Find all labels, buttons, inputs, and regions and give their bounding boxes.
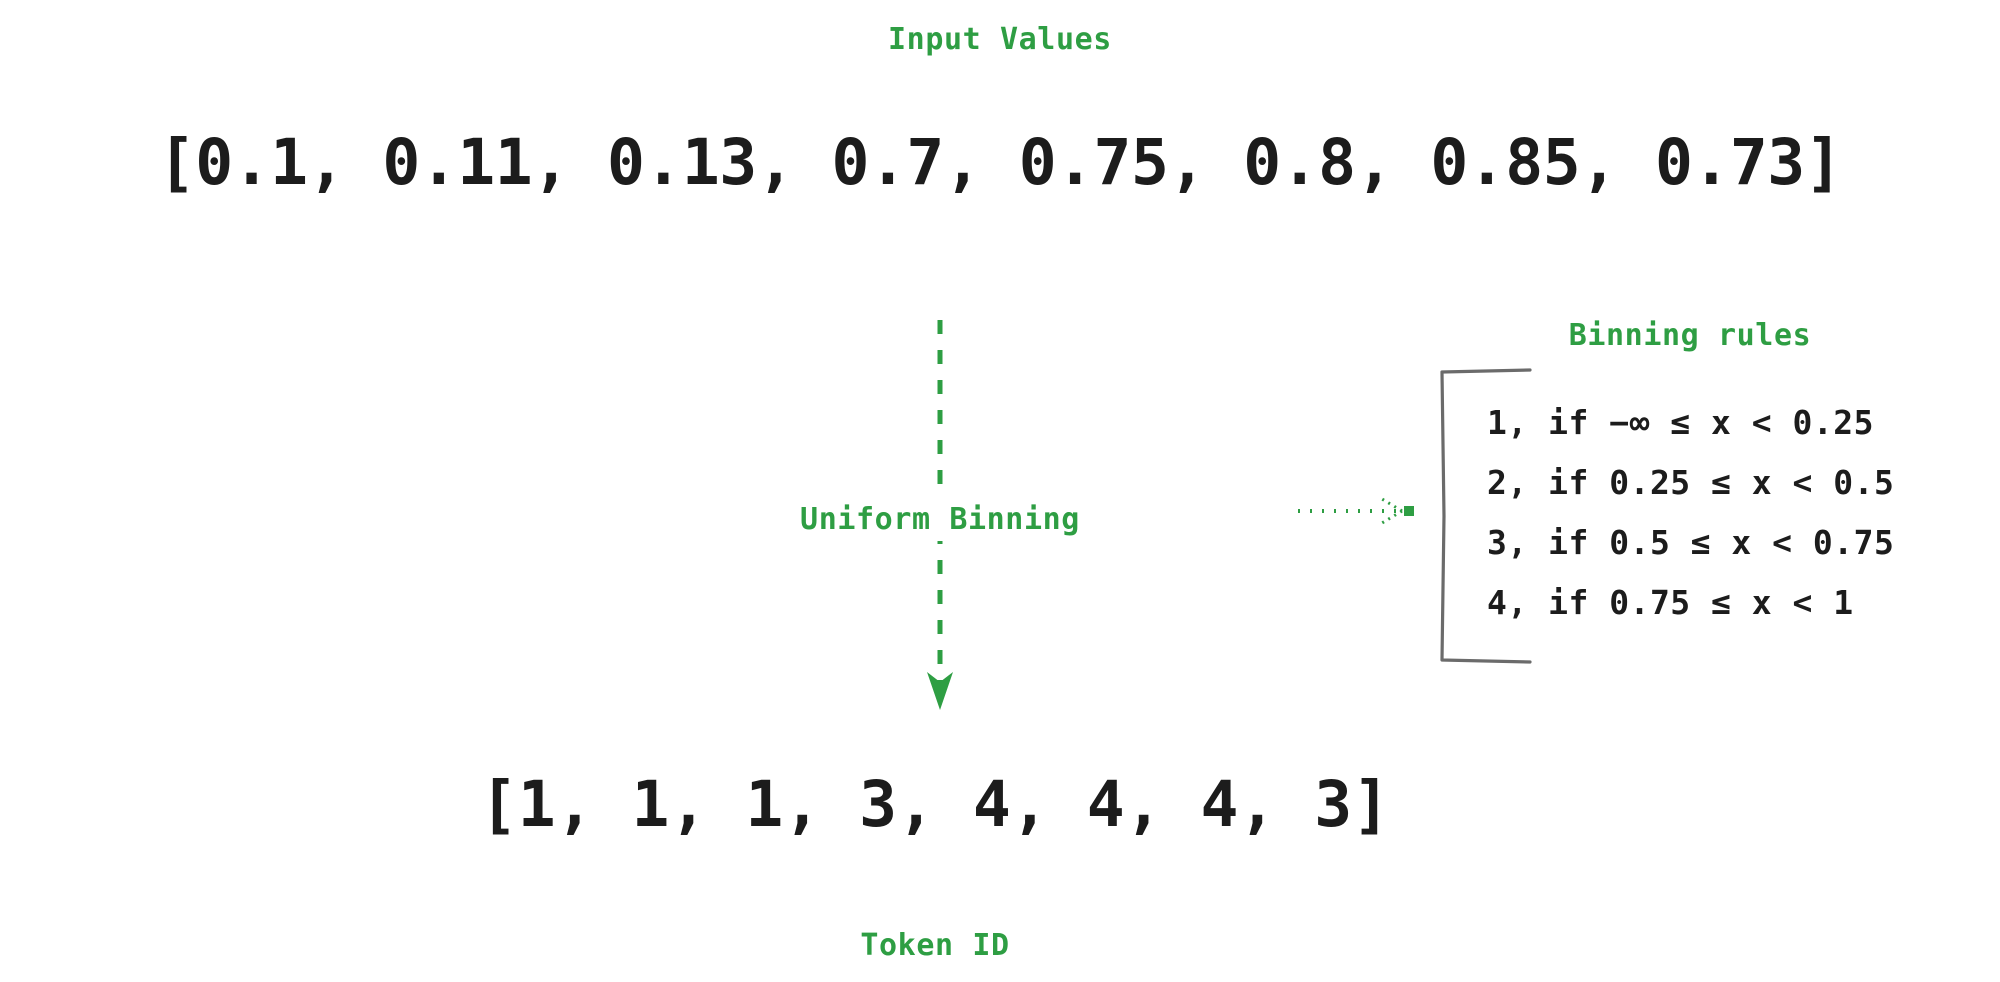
rules-bracket [1440, 368, 1532, 664]
input-values-title: Input Values [888, 22, 1112, 57]
binning-rules-title: Binning rules [1568, 318, 1812, 353]
input-array-values: [0.1, 0.11, 0.13, 0.7, 0.75, 0.8, 0.85, … [157, 126, 1843, 199]
binning-rule-row: 2, if 0.25 ≤ x < 0.5 [1487, 462, 1895, 502]
connector-arrow-head [1381, 497, 1403, 525]
connector-arrow-tip [1404, 506, 1414, 516]
bracket-stroke [1440, 368, 1532, 664]
output-token-id-array: [1, 1, 1, 3, 4, 4, 4, 3] [479, 768, 1391, 841]
uniform-binning-label: Uniform Binning [590, 498, 1290, 541]
rules-connector-arrow [1130, 497, 1414, 525]
binning-rules-list: 1, if −∞ ≤ x < 0.25 2, if 0.25 ≤ x < 0.5… [1487, 392, 2000, 632]
binning-rule-row: 4, if 0.75 ≤ x < 1 [1487, 582, 1854, 622]
binning-rule-row: 1, if −∞ ≤ x < 0.25 [1487, 402, 1874, 442]
flow-arrow-head [927, 672, 953, 710]
uniform-binning-flow-arrow [927, 320, 953, 710]
binning-rule-row: 3, if 0.5 ≤ x < 0.75 [1487, 522, 1895, 562]
token-id-title: Token ID [860, 928, 1010, 963]
